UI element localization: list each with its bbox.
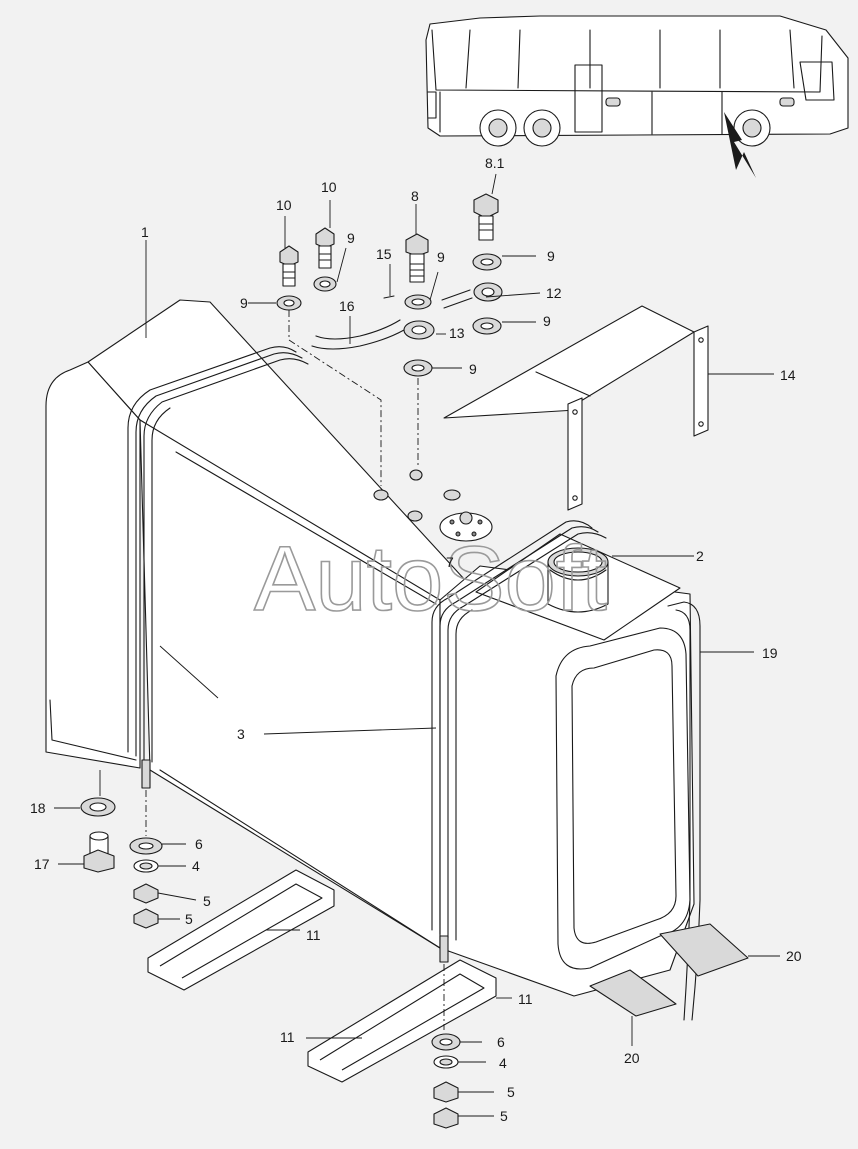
callout-17: 17 <box>34 856 50 872</box>
callout-2: 2 <box>696 548 704 564</box>
callout-12: 12 <box>546 285 562 301</box>
callout-11: 11 <box>280 1029 295 1045</box>
callout-20: 20 <box>786 948 802 964</box>
part-17-drain-plug <box>83 831 115 873</box>
callout-9: 9 <box>240 295 248 311</box>
hose-assembly <box>276 193 503 486</box>
part-8-1-bolt <box>473 193 499 241</box>
callout-13: 13 <box>449 325 465 341</box>
callout-3: 3 <box>237 726 245 742</box>
part-8-bolt <box>405 233 429 283</box>
part-19-breather-tube <box>667 601 701 1021</box>
part-11-cradle <box>307 959 497 1083</box>
callout-15: 15 <box>376 246 392 262</box>
part-1-fuel-tank <box>45 299 701 1021</box>
callout-18: 18 <box>30 800 46 816</box>
part-11-cradle <box>147 869 335 991</box>
callout-8: 8 <box>411 188 419 204</box>
callout-5: 5 <box>507 1084 515 1100</box>
part-10-bolt <box>315 227 335 269</box>
callout-labels: 1 2 3 4 4 5 5 5 5 6 6 7 8 8.1 9 9 9 9 9 … <box>30 155 802 1124</box>
bus-illustration <box>425 15 849 178</box>
watermark: AutoSoft <box>254 528 607 630</box>
callout-5: 5 <box>185 911 193 927</box>
callout-9: 9 <box>547 248 555 264</box>
callout-11: 11 <box>518 991 533 1007</box>
callout-5: 5 <box>203 893 211 909</box>
callout-5: 5 <box>500 1108 508 1124</box>
part-7-sender-unit <box>439 511 493 542</box>
part-16-hose <box>311 329 405 350</box>
callout-1: 1 <box>141 224 149 240</box>
callout-9: 9 <box>347 230 355 246</box>
callout-4: 4 <box>192 858 200 874</box>
callout-6: 6 <box>497 1034 505 1050</box>
part-3-tank-straps <box>127 346 607 963</box>
callout-7: 7 <box>446 554 454 570</box>
callout-11: 11 <box>306 927 321 943</box>
part-14-mounting-bracket <box>443 305 709 511</box>
part-10-bolt <box>279 245 299 287</box>
callout-4: 4 <box>499 1055 507 1071</box>
callout-9: 9 <box>543 313 551 329</box>
callout-10: 10 <box>276 197 292 213</box>
callout-10: 10 <box>321 179 337 195</box>
part-20-pad <box>659 923 749 977</box>
callout-9: 9 <box>469 361 477 377</box>
part-20-pad <box>589 969 677 1017</box>
callout-8-1: 8.1 <box>485 155 505 171</box>
callout-19: 19 <box>762 645 778 661</box>
callout-14: 14 <box>780 367 796 383</box>
callout-6: 6 <box>195 836 203 852</box>
callout-20: 20 <box>624 1050 640 1066</box>
callout-16: 16 <box>339 298 355 314</box>
leader-lines <box>54 173 780 1117</box>
part-2-filler-cap <box>547 547 609 613</box>
location-arrow-icon <box>724 112 756 178</box>
callout-9: 9 <box>437 249 445 265</box>
